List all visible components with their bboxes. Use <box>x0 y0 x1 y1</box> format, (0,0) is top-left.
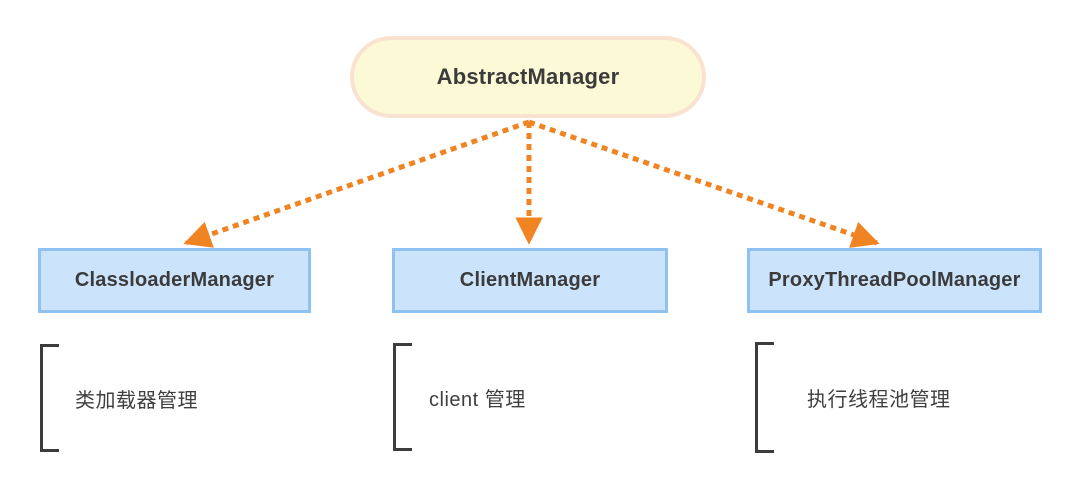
arrow-root-to-classloader-manager <box>183 119 530 248</box>
node-abstract-manager: AbstractManager <box>350 36 706 118</box>
node-proxythreadpool-manager: ProxyThreadPoolManager <box>747 248 1042 313</box>
left-bracket <box>40 344 59 452</box>
note-client-manager: client 管理 <box>393 343 526 451</box>
node-label: AbstractManager <box>436 64 620 89</box>
note-text: 类加载器管理 <box>75 389 198 412</box>
node-label: ProxyThreadPoolManager <box>768 269 1021 291</box>
node-label: ClientManager <box>459 269 601 291</box>
note-text: 执行线程池管理 <box>807 389 951 411</box>
note-text: client 管理 <box>429 388 526 411</box>
note-proxythreadpool-manager: 执行线程池管理 <box>755 342 951 453</box>
left-bracket <box>393 343 412 451</box>
node-client-manager: ClientManager <box>392 248 668 313</box>
left-bracket <box>755 342 774 453</box>
note-classloader-manager: 类加载器管理 <box>40 344 198 452</box>
node-label: ClassloaderManager <box>74 269 275 291</box>
arrow-root-to-proxythreadpool-manager <box>528 119 880 248</box>
node-classloader-manager: ClassloaderManager <box>38 248 311 313</box>
